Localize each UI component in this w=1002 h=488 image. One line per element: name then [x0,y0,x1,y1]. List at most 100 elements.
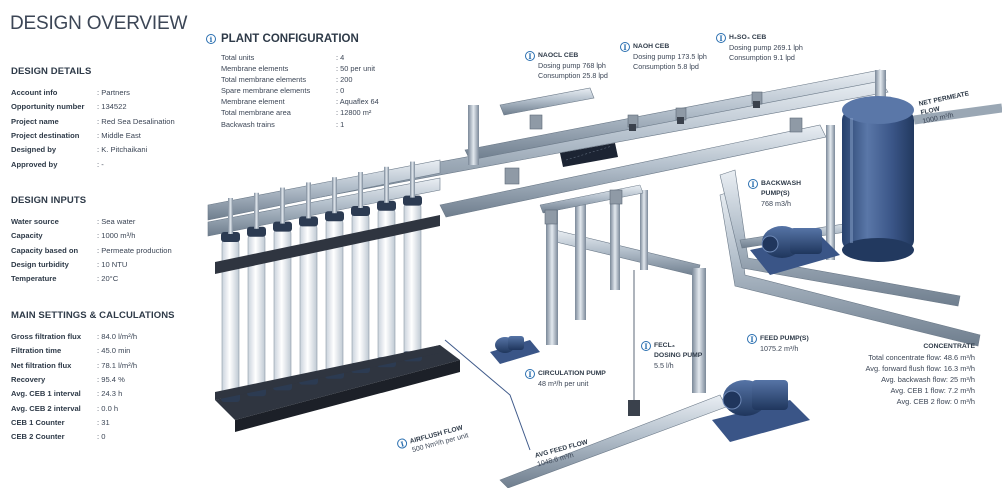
input-value: Sea water [97,215,135,229]
setting-label: Filtration time [11,346,62,356]
plant-configuration-title: i PLANT CONFIGURATION [206,33,359,45]
setting-row: Avg. CEB 2 interval 0.0 h [11,402,201,416]
config-value: 12800 m² [336,107,371,118]
info-icon[interactable]: i [525,51,535,61]
callout-heading: FeCl₃ [654,342,675,350]
input-value: 1000 m³/h [97,229,135,243]
callout-heading: CIRCULATION PUMP [538,370,606,378]
config-label: Total membrane area [221,108,291,118]
concentrate-row: Avg. backwash flow: 25 m³/h [881,374,975,384]
membrane-cap [299,216,318,227]
detail-row: Project destination Middle East [11,129,201,143]
config-label: Spare membrane elements [221,86,311,96]
callout-line: 1075.2 m³/h [760,344,799,353]
membrane-cap [403,195,422,206]
config-row: Membrane elements50 per unit [221,63,379,74]
config-value: 0 [336,85,344,96]
fecl3-dosing-callout: iFeCl₃ DOSING PUMP 5.5 l/h [641,341,702,370]
detail-row: Opportunity number134522 [11,100,201,114]
detail-label: Project name [11,116,59,126]
info-icon[interactable]: i [748,179,758,189]
callout-heading: NaOH CEB [633,43,670,51]
callout-line: 5.5 l/h [654,360,674,370]
input-label: Temperature [11,274,57,284]
config-value: 200 [336,74,352,85]
info-icon[interactable]: i [641,341,651,351]
callout-line: Dosing pump 768 lph [538,61,606,70]
callout-line: Consumption 5.8 lpd [633,61,699,71]
concentrate-callout: CONCENTRATE Total concentrate flow: 48.6… [865,342,975,407]
config-label: Membrane element [221,97,285,107]
detail-value: Partners [97,86,130,100]
config-row: Total membrane elements200 [221,74,379,85]
detail-label: Approved by [11,159,58,169]
detail-label: Project destination [11,131,80,141]
setting-value: 31 [97,416,109,430]
detail-value: - [97,158,104,172]
membrane-cap [221,232,240,242]
config-row: Backwash trains 1 [221,119,379,130]
setting-label: CEB 1 Counter [11,418,65,428]
module-riser [254,192,259,229]
callout-heading: H₂SO₄ CEB [729,34,767,42]
module-riser [228,198,233,234]
concentrate-row: Avg. forward flush flow: 16.3 m³/h [865,363,975,373]
setting-value: 0.0 h [97,402,118,416]
config-row: Membrane element Aquaflex 64 [221,96,379,107]
config-row: Spare membrane elements 0 [221,85,379,96]
config-value: 1 [336,119,344,130]
input-value: 10 NTU [97,258,127,272]
info-icon[interactable]: i [716,33,726,43]
detail-row: Designed byK. Pitchaikani [11,143,201,157]
module-riser [384,166,389,203]
input-row: Design turbidity10 NTU [11,258,201,272]
detail-row: Account infoPartners [11,86,201,100]
setting-value: 78.1 l/m²/h [97,359,137,373]
info-icon[interactable]: i [747,334,757,344]
naocl-ceb-callout: iNaOCl CEB Dosing pump 768 lph Consumpti… [525,51,608,80]
setting-label: Avg. CEB 1 interval [11,389,81,399]
info-icon[interactable]: i [620,42,630,52]
setting-value: 84.0 l/m²/h [97,330,137,344]
callout-line: Dosing pump 269.1 lph [729,43,803,52]
plant-configuration-heading: PLANT CONFIGURATION [221,33,359,45]
setting-row: Net filtration flux78.1 l/m²/h [11,359,201,373]
setting-value: 0 [97,430,105,444]
setting-label: Avg. CEB 2 interval [11,403,81,413]
concentrate-row: Avg. CEB 1 flow: 7.2 m³/h [890,385,975,395]
backwash-pump-graphic [750,226,840,275]
feed-pump-graphic [712,380,810,442]
module-riser [358,172,363,208]
membrane-cap [325,211,344,222]
main-settings-heading: MAIN SETTINGS & CALCULATIONS [11,310,175,321]
concentrate-row: Total concentrate flow: 48.6 m³/h [868,352,975,362]
setting-row: CEB 2 Counter0 [11,430,201,444]
config-label: Backwash trains [221,119,275,129]
input-label: Water source [11,217,59,226]
detail-value: Red Sea Desalination [97,115,174,129]
detail-label: Opportunity number [11,102,85,112]
page-title: DESIGN OVERVIEW [10,13,188,34]
detail-row: Project name Red Sea Desalination [11,115,201,129]
h2so4-ceb-callout: iH₂SO₄ CEB Dosing pump 269.1 lph Consump… [716,33,803,62]
input-value: 20°C [97,272,118,286]
callout-heading-line2: PUMP(S) [761,190,790,197]
setting-value: 24.3 h [97,387,122,401]
callout-heading: BACKWASH [761,180,802,188]
module-riser [306,182,311,219]
membrane-cap [351,206,370,216]
info-icon[interactable]: i [525,369,535,379]
setting-row: Filtration time45.0 min [11,344,201,358]
detail-row: Approved by - [11,158,201,172]
concentrate-row: Avg. CEB 2 flow: 0 m³/h [896,396,975,406]
info-icon[interactable]: i [206,34,216,44]
membrane-cap [273,221,292,232]
setting-value: 95.4 % [97,373,125,387]
concentrate-heading: CONCENTRATE [923,343,975,350]
input-row: Capacity based onPermeate production [11,244,201,258]
config-value: Aquaflex 64 [336,96,379,107]
detail-value: Middle East [97,129,141,143]
circulation-pump-graphic [490,336,540,364]
setting-row: Gross filtration flux84.0 l/m²/h [11,330,201,344]
callout-heading-line2: DOSING PUMP [654,352,703,359]
